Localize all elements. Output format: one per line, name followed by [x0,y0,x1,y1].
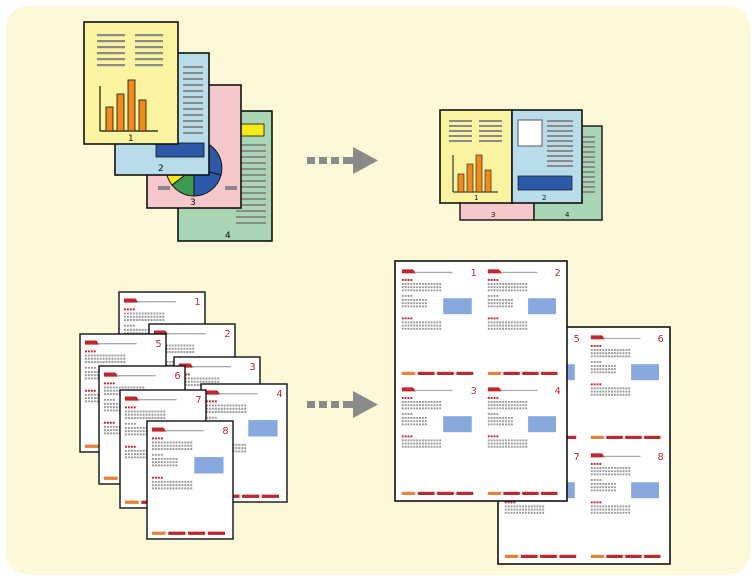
bar-chart-icon [99,79,158,132]
page-number: 7 [195,395,201,406]
top-output-front-sheet: 1 2 [439,109,583,204]
page-number: 5 [574,334,580,345]
red-flag-icon [401,387,417,392]
page-number: 2 [158,164,164,174]
form-page: 4 [483,381,565,499]
page-number: 5 [155,339,161,350]
page-number: 1 [194,297,200,308]
form-page: 8 [146,420,234,540]
page-number: 3 [471,386,477,397]
page-number: 2 [224,329,230,340]
red-flag-icon [103,372,119,377]
red-flag-icon [84,340,100,345]
red-flag-icon [487,269,503,274]
page-number: 8 [658,452,664,463]
page-number: 1 [128,134,134,144]
page-number: 3 [491,211,495,219]
bottom-output-front-sheet: 1 2 3 4 [394,260,568,502]
photo-box [528,298,556,315]
top-output-stack: 3 4 [439,109,603,221]
red-flag-icon [151,427,167,432]
page-number: 1 [471,268,477,279]
photo-box [194,457,224,474]
page-number: 6 [174,371,180,382]
red-flag-icon [487,387,503,392]
blue-banner [517,175,573,191]
dashed-right-arrow-icon [307,147,378,174]
red-flag-icon [401,269,417,274]
photo-box [443,298,472,315]
page-number: 1 [474,194,478,202]
top-input-page-1: 1 [83,21,179,145]
red-flag-icon [590,335,606,340]
bottom-input-stack: 1 2 3 4 5 6 7 8 [79,291,288,540]
form-page: 3 [397,381,481,499]
top-input-stack: 4 3 [83,21,273,242]
page-number: 6 [658,334,664,345]
image-placeholder-icon [517,119,543,147]
form-page: 8 [586,447,668,562]
page-number: 2 [542,194,546,202]
red-flag-icon [124,396,140,401]
page-number: 3 [190,198,196,208]
bottom-output-stack: 5 6 7 8 1 2 3 4 [394,260,671,565]
page-number: 4 [276,389,282,400]
page-number: 4 [225,231,231,241]
photo-box [631,364,659,381]
form-page: 1 [397,263,481,379]
blue-banner [155,142,205,158]
photo-box [528,416,556,433]
photo-box [631,482,659,499]
red-flag-icon [205,390,221,395]
page-number: 3 [249,362,255,373]
page-number: 8 [222,426,228,437]
red-flag-icon [590,453,606,458]
page-number: 7 [574,452,580,463]
page-number: 4 [565,211,570,219]
page-number: 2 [555,268,561,279]
photo-box [248,420,278,437]
form-page: 2 [483,263,565,379]
form-page: 6 [586,329,668,443]
bar-chart-icon [452,154,498,193]
dashed-right-arrow-icon [307,391,378,418]
photo-box [443,416,472,433]
page-number: 4 [555,386,561,397]
red-flag-icon [123,298,139,303]
